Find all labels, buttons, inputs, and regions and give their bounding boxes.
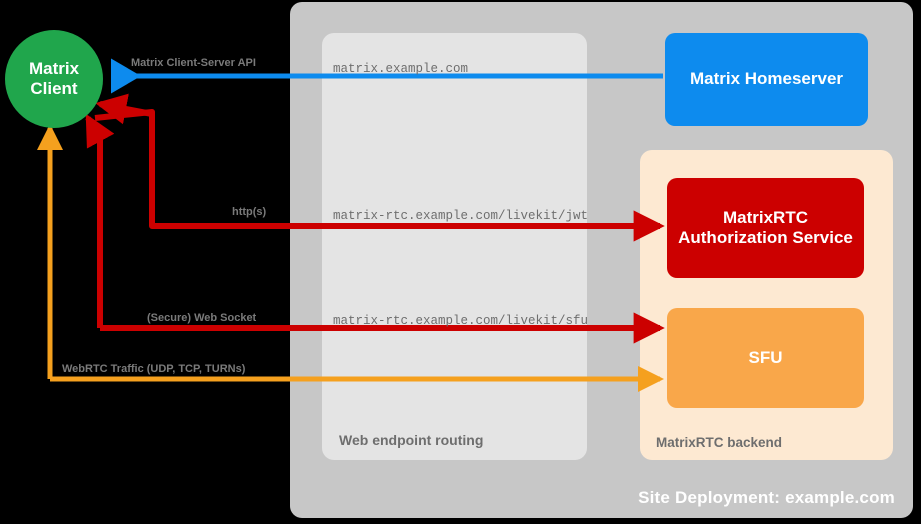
node-matrixrtc-authorization-service[interactable]: MatrixRTC Authorization Service [667, 178, 864, 278]
endpoint-matrix-example-com: matrix.example.com [333, 62, 469, 76]
endpoint-livekit-sfu: matrix-rtc.example.com/livekit/sfu [333, 314, 589, 328]
node-matrix-homeserver[interactable]: Matrix Homeserver [665, 33, 868, 126]
node-sfu[interactable]: SFU [667, 308, 864, 408]
node-matrix-client[interactable]: Matrix Client [5, 30, 103, 128]
matrixrtc-backend-label: MatrixRTC backend [656, 435, 783, 450]
edge-label-client-server-api: Matrix Client-Server API [131, 57, 256, 69]
matrix-client-line2: Client [30, 79, 78, 98]
site-deployment-label: Site Deployment: example.com [638, 488, 895, 507]
matrix-client-line1: Matrix [28, 58, 80, 78]
endpoint-livekit-jwt: matrix-rtc.example.com/livekit/jwt [333, 209, 589, 223]
edge-label-https: http(s) [232, 206, 267, 218]
web-endpoint-routing-container: Web endpoint routing [322, 33, 587, 460]
edge-label-secure-websocket: (Secure) Web Socket [147, 312, 257, 324]
edge-label-webrtc-traffic: WebRTC Traffic (UDP, TCP, TURNs) [62, 363, 246, 375]
web-endpoint-routing-label: Web endpoint routing [339, 432, 484, 448]
